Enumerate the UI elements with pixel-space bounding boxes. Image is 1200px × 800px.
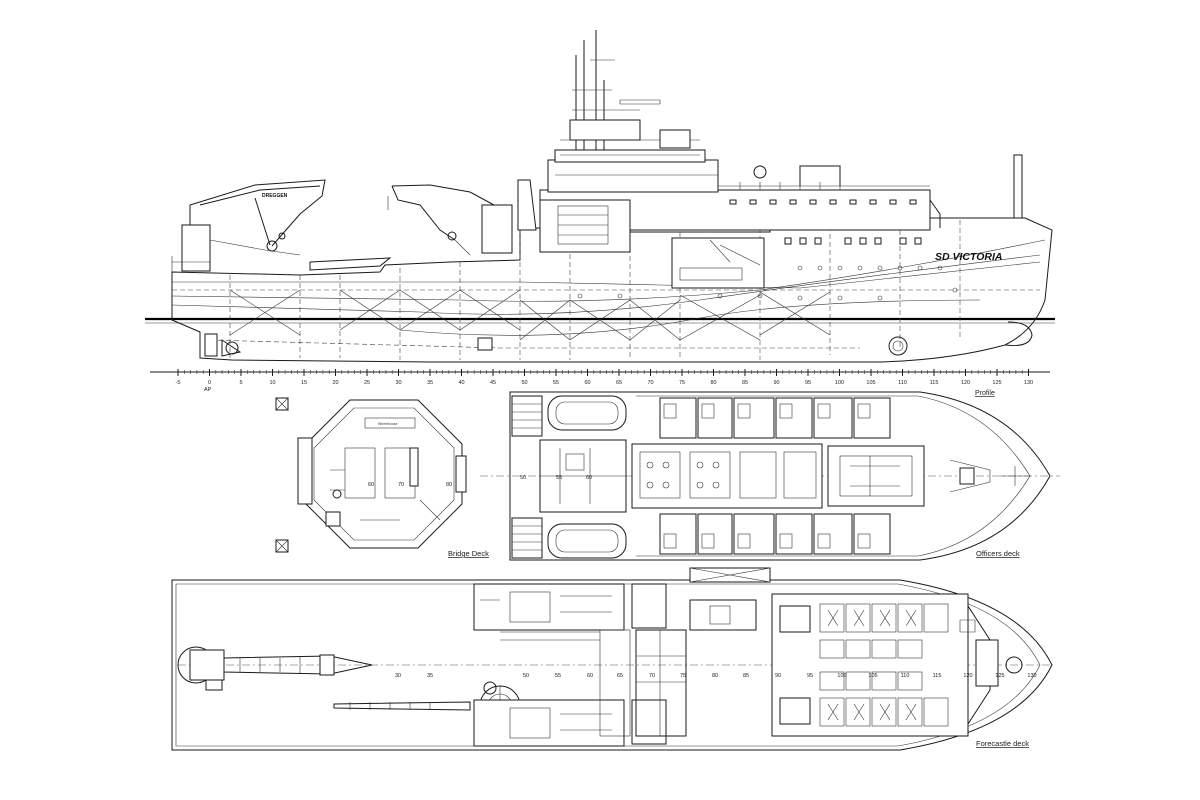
frame-tick-label: 45 xyxy=(490,380,496,386)
bulkhead-lines xyxy=(229,220,961,360)
forecastle-frame-label: 60 xyxy=(587,673,593,679)
forecastle-aft-crane xyxy=(177,646,373,691)
frame-tick-label: 75 xyxy=(679,380,685,386)
frame-tick-label: 0 xyxy=(208,380,211,386)
bridge-deck-label: Bridge Deck xyxy=(448,549,489,558)
forecastle-frame-label: 120 xyxy=(963,673,972,679)
frame-tick-label: 65 xyxy=(616,380,622,386)
forecastle-frame-label: 130 xyxy=(1027,673,1036,679)
bridge-deck-plan: Wheelhouse 60 70 80 Bridge Deck xyxy=(275,397,489,558)
forecastle-frame-label: 115 xyxy=(933,673,942,679)
forecastle-frame-label: 70 xyxy=(649,673,655,679)
ship-name: SD VICTORIA xyxy=(935,251,1002,263)
forecastle-frame-label: 95 xyxy=(807,673,813,679)
frame-tick-label: 105 xyxy=(866,380,875,386)
portholes xyxy=(577,265,958,301)
forecastle-frame-label: 30 xyxy=(395,673,401,679)
frame-tick-label: 10 xyxy=(269,380,275,386)
frame-tick-label: 30 xyxy=(395,380,401,386)
frame-tick-label: 25 xyxy=(364,380,370,386)
crane-label: DREGGEN xyxy=(262,193,288,199)
officers-deck-plan: 50 55 60 Officers deck xyxy=(480,391,1060,561)
frame-tick-label: 80 xyxy=(710,380,716,386)
frame-tick-label: -5 xyxy=(176,380,181,386)
superstructure xyxy=(539,149,941,289)
frame-tick-label: 70 xyxy=(647,380,653,386)
aft-crane: DREGGEN xyxy=(171,179,326,272)
frame-tick-label: 60 xyxy=(584,380,590,386)
frame-tick-label: 130 xyxy=(1024,380,1033,386)
forecastle-frame-label: 125 xyxy=(995,673,1004,679)
forecastle-deck-label: Forecastle deck xyxy=(976,739,1029,748)
forecastle-frame-label: 110 xyxy=(901,673,910,679)
frame-tick-label: 55 xyxy=(553,380,559,386)
forecastle-frame-label: 100 xyxy=(837,673,846,679)
frame-tick-label: 85 xyxy=(742,380,748,386)
forecastle-frame-label: 105 xyxy=(868,673,877,679)
frame-tick-label: 100 xyxy=(835,380,844,386)
forecastle-deck-plan: Forecastle deck xyxy=(171,567,1053,751)
boat-bay xyxy=(671,237,765,289)
bridge-frame-60: 60 xyxy=(368,482,374,488)
forecastle-frame-labels: 30 35 50 55 60 65 70 75 80 85 90 95 100 105 110 115 120 1… xyxy=(395,673,1037,679)
forecastle-frame-label: 90 xyxy=(775,673,781,679)
ap-label: AP xyxy=(204,387,212,393)
frame-scale: -5 0 5 10 15 20 25 30 35 40 45 50 55 60 65 70 75 80 85 90 95… xyxy=(150,369,1050,386)
forecastle-frame-label: 65 xyxy=(617,673,623,679)
bridge-frame-80: 80 xyxy=(446,482,452,488)
frame-tick-label: 50 xyxy=(521,380,527,386)
bridge-frame-70: 70 xyxy=(398,482,404,488)
frame-tick-label: 120 xyxy=(961,380,970,386)
main-mast xyxy=(560,30,700,150)
frame-tick-label: 115 xyxy=(930,380,939,386)
frame-tick-label: 95 xyxy=(805,380,811,386)
frame-tick-label: 110 xyxy=(898,380,907,386)
forecastle-frame-label: 55 xyxy=(555,673,561,679)
officers-frame-60: 60 xyxy=(586,475,592,481)
frame-tick-label: 90 xyxy=(773,380,779,386)
profile-view: SD VICTORIA xyxy=(145,30,1055,363)
forecastle-frame-label: 80 xyxy=(712,673,718,679)
frame-tick-label: 40 xyxy=(458,380,464,386)
frame-tick-label: 15 xyxy=(301,380,307,386)
forecastle-frame-label: 50 xyxy=(523,673,529,679)
forecastle-frame-label: 35 xyxy=(427,673,433,679)
frame-tick-label: 35 xyxy=(427,380,433,386)
profile-label: Profile xyxy=(975,390,995,397)
officers-frame-50: 50 xyxy=(520,475,526,481)
frame-tick-label: 5 xyxy=(239,380,242,386)
forecastle-frame-label: 75 xyxy=(680,673,686,679)
frame-tick-label: 125 xyxy=(992,380,1001,386)
forecastle-frame-label: 85 xyxy=(743,673,749,679)
foremast xyxy=(1013,154,1023,218)
officers-frame-55: 55 xyxy=(556,475,562,481)
hull-bracing xyxy=(229,289,831,341)
mid-crane xyxy=(387,184,513,256)
officers-deck-label: Officers deck xyxy=(976,549,1020,558)
frame-tick-label: 20 xyxy=(332,380,338,386)
svg-text:Wheelhouse: Wheelhouse xyxy=(378,422,398,426)
